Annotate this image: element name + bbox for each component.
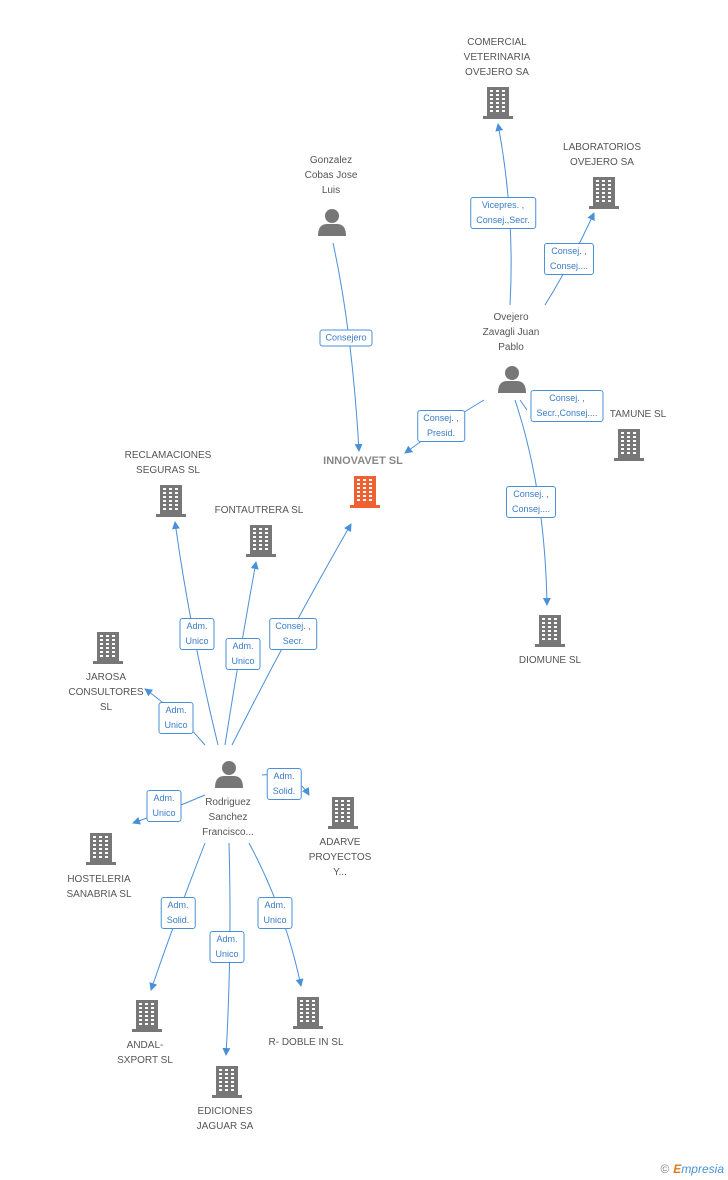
person-icon[interactable] bbox=[318, 209, 346, 236]
relation-label-rodriguez-hosteleria[interactable]: Adm. Unico bbox=[146, 790, 182, 822]
building-icon[interactable] bbox=[293, 997, 323, 1029]
node-label-fontautrera[interactable]: FONTAUTRERA SL bbox=[214, 505, 304, 516]
brand-initial: E bbox=[673, 1162, 682, 1176]
building-icon[interactable] bbox=[483, 87, 513, 119]
relation-label-rodriguez-innovavet[interactable]: Consej. , Secr. bbox=[269, 618, 317, 650]
node-label-adarve[interactable]: ADARVE PROYECTOS Y... bbox=[308, 837, 372, 878]
person-icon[interactable] bbox=[215, 761, 243, 788]
node-label-jarosa[interactable]: JAROSA CONSULTORES SL bbox=[68, 672, 144, 713]
relation-label-rodriguez-rdoble[interactable]: Adm. Unico bbox=[257, 897, 293, 929]
edge-ovejero-tamune bbox=[519, 399, 528, 411]
relation-label-rodriguez-reclamaciones[interactable]: Adm. Unico bbox=[179, 618, 215, 650]
node-label-rodriguez[interactable]: Rodriguez Sanchez Francisco... bbox=[202, 797, 254, 838]
building-icon[interactable] bbox=[350, 476, 380, 508]
node-label-innovavet[interactable]: INNOVAVET SL bbox=[323, 455, 403, 467]
relation-label-rodriguez-andal[interactable]: Adm. Solid. bbox=[160, 897, 196, 929]
building-icon[interactable] bbox=[246, 525, 276, 557]
node-label-rdoble[interactable]: R- DOBLE IN SL bbox=[268, 1037, 344, 1048]
node-label-tamune[interactable]: TAMUNE SL bbox=[609, 409, 667, 420]
node-label-laboratorios[interactable]: LABORATORIOS OVEJERO SA bbox=[563, 142, 641, 168]
node-label-andal[interactable]: ANDAL- SXPORT SL bbox=[117, 1040, 173, 1066]
copyright-symbol: © bbox=[660, 1162, 670, 1176]
relation-label-ovejero-laboratorios[interactable]: Consej. , Consej.... bbox=[543, 243, 595, 275]
copyright-footer: ©Empresia bbox=[660, 1162, 724, 1176]
relation-label-rodriguez-ediciones[interactable]: Adm. Unico bbox=[209, 931, 245, 963]
relation-label-gonzalez-innovavet[interactable]: Consejero bbox=[319, 329, 373, 347]
relation-label-ovejero-tamune[interactable]: Consej. , Secr.,Consej.... bbox=[530, 390, 604, 422]
relation-label-ovejero-comercial[interactable]: Vicepres. , Consej.,Secr. bbox=[470, 197, 536, 229]
building-icon[interactable] bbox=[535, 615, 565, 647]
node-label-ovejero[interactable]: Ovejero Zavagli Juan Pablo bbox=[482, 312, 540, 353]
node-label-reclamaciones[interactable]: RECLAMACIONES SEGURAS SL bbox=[124, 450, 212, 476]
node-label-diomune[interactable]: DIOMUNE SL bbox=[518, 655, 582, 666]
building-icon[interactable] bbox=[156, 485, 186, 517]
building-icon[interactable] bbox=[212, 1066, 242, 1098]
node-label-gonzalez[interactable]: Gonzalez Cobas Jose Luis bbox=[304, 155, 358, 196]
person-icon[interactable] bbox=[498, 366, 526, 393]
building-icon[interactable] bbox=[93, 632, 123, 664]
node-label-comercial[interactable]: COMERCIAL VETERINARIA OVEJERO SA bbox=[463, 37, 531, 78]
brand-name: mpresia bbox=[681, 1162, 724, 1176]
relation-label-rodriguez-adarve[interactable]: Adm. Solid. bbox=[266, 768, 302, 800]
node-label-ediciones[interactable]: EDICIONES JAGUAR SA bbox=[196, 1106, 254, 1132]
building-icon[interactable] bbox=[86, 833, 116, 865]
relation-label-ovejero-diomune[interactable]: Consej. , Consej.... bbox=[505, 486, 557, 518]
relation-label-ovejero-innovavet[interactable]: Consej. , Presid. bbox=[417, 410, 465, 442]
building-icon[interactable] bbox=[589, 177, 619, 209]
building-icon[interactable] bbox=[328, 797, 358, 829]
node-label-hosteleria[interactable]: HOSTELERIA SANABRIA SL bbox=[66, 874, 132, 900]
building-icon[interactable] bbox=[132, 1000, 162, 1032]
edge-gonzalez-innovavet bbox=[332, 242, 363, 452]
building-icon[interactable] bbox=[614, 429, 644, 461]
relation-label-rodriguez-jarosa[interactable]: Adm. Unico bbox=[158, 702, 194, 734]
relation-label-rodriguez-fontautrera[interactable]: Adm. Unico bbox=[225, 638, 261, 670]
